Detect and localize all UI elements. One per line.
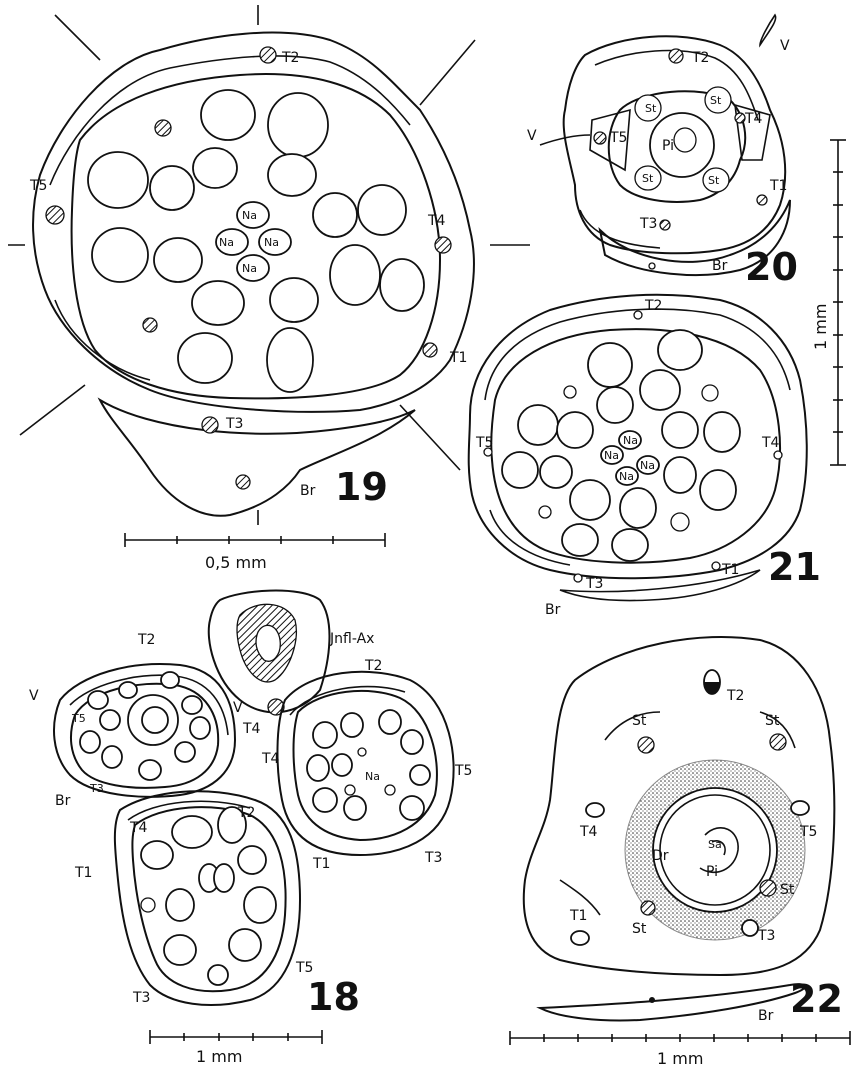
fig20-label-t1: T1 (769, 178, 787, 194)
fig19-label-t1: T1 (449, 350, 467, 366)
fig21-label-t5: T5 (475, 435, 493, 451)
fig22-label-st-4: St (632, 921, 647, 937)
fig21-label-na-4: Na (619, 470, 634, 483)
fig18-label-na: Na (365, 770, 380, 783)
fig21-label-na-2: Na (604, 449, 619, 462)
fig20-label-st-2: St (710, 94, 722, 107)
figure-18: Jnfl-Ax T2 V V T5 T4 Br T3 (29, 591, 472, 1066)
fig21-label-t1: T1 (721, 562, 739, 578)
fig21-label-t3: T3 (585, 576, 603, 592)
fig22-scale-label: 1 mm (657, 1049, 703, 1068)
fig18-label-t5-a: T5 (71, 712, 86, 725)
fig18-scale-label: 1 mm (196, 1047, 242, 1066)
fig18-label-t2-c: T2 (237, 805, 255, 821)
fig18-number: 18 (307, 975, 360, 1019)
fig20-label-st-4: St (708, 174, 720, 187)
fig18-label-br: Br (55, 793, 71, 809)
fig19-number: 19 (335, 465, 388, 509)
fig18-label-t5-b: T5 (454, 763, 472, 779)
fig21-pollen-cells (502, 330, 740, 561)
fig19-label-na-1: Na (242, 209, 257, 222)
fig22-label-dr: Dr (652, 848, 669, 864)
fig21-label-na-3: Na (640, 459, 655, 472)
figure-22: T2 St St T4 T5 Dr Sa Pi St St T1 T3 Br 2… (510, 637, 850, 1068)
fig22-label-pi: Pi (706, 864, 718, 880)
fig22-label-t2: T2 (726, 688, 744, 704)
fig18-label-t1-b: T1 (312, 856, 330, 872)
fig19-scale-label: 0,5 mm (205, 553, 267, 572)
figure-20: T2 V V T5 T4 Pi St St St St T1 T3 Br 20 (527, 15, 798, 289)
fig21-number: 21 (768, 545, 821, 589)
fig19-label-t3: T3 (225, 416, 243, 432)
fig19-scale-bar: 0,5 mm (125, 533, 385, 572)
vertical-scale-label: 1 mm (811, 304, 830, 350)
figure-21: T2 T5 T4 T1 T3 Br Na Na Na Na 21 (469, 295, 821, 618)
fig20-label-v-2: V (527, 128, 537, 144)
fig19-label-t2: T2 (281, 50, 299, 66)
fig19-label-na-4: Na (242, 262, 257, 275)
fig18-label-t2-a: T2 (137, 632, 155, 648)
fig18-label-t4-b: T4 (261, 751, 280, 767)
fig18-bottom-cells (141, 807, 276, 985)
fig21-label-t2: T2 (644, 298, 662, 314)
fig20-label-st-3: St (642, 172, 654, 185)
fig18-label-v-2: V (233, 700, 243, 716)
fig20-label-v-1: V (780, 38, 790, 54)
fig19-label-na-2: Na (219, 236, 234, 249)
fig18-label-t4-c: T4 (129, 820, 148, 836)
fig22-label-st-1: St (632, 713, 647, 729)
fig19-label-t5: T5 (29, 178, 47, 194)
fig22-label-t4: T4 (579, 824, 598, 840)
fig22-label-t1: T1 (569, 908, 587, 924)
fig18-scale-bar: 1 mm (150, 1030, 322, 1066)
fig20-label-t4: T4 (744, 111, 763, 127)
fig22-label-br: Br (758, 1008, 774, 1024)
fig18-label-t3-a: T3 (89, 782, 104, 795)
fig20-label-st-1: St (645, 102, 657, 115)
fig20-label-pi: Pi (662, 138, 674, 154)
fig19-label-na-3: Na (264, 236, 279, 249)
fig18-label-v-1: V (29, 688, 39, 704)
fig22-label-st-2: St (765, 713, 780, 729)
fig21-label-br: Br (545, 602, 561, 618)
fig18-label-t2-b: T2 (364, 658, 382, 674)
fig21-label-t4: T4 (761, 435, 780, 451)
fig18-label-infl-axis: Jnfl-Ax (329, 631, 374, 647)
fig22-label-t5: T5 (799, 824, 817, 840)
fig18-label-t5-c: T5 (295, 960, 313, 976)
figure-19: T2 T5 T4 T1 T3 Br Na Na Na Na 19 0,5 mm (8, 5, 530, 572)
fig21-label-na-1: Na (623, 434, 638, 447)
fig20-label-t3: T3 (639, 216, 657, 232)
fig20-number: 20 (745, 245, 798, 289)
fig19-pollen-cells (88, 90, 424, 392)
fig20-label-t5: T5 (609, 130, 627, 146)
fig19-label-t4: T4 (427, 213, 446, 229)
fig22-label-sa: Sa (708, 838, 722, 851)
fig18-label-t1-c: T1 (74, 865, 92, 881)
fig18-label-t3-c: T3 (132, 990, 150, 1006)
fig19-label-br: Br (300, 483, 316, 499)
fig18-right-cells (307, 710, 430, 820)
fig22-label-st-3: St (780, 882, 795, 898)
fig18-label-t4-a: T4 (242, 721, 261, 737)
vertical-scale-bar: 1 mm (811, 140, 846, 465)
fig18-label-t3-b: T3 (424, 850, 442, 866)
fig22-scale-bar: 1 mm (510, 1031, 850, 1068)
fig22-number: 22 (790, 977, 843, 1021)
fig20-label-t2: T2 (691, 50, 709, 66)
fig20-label-br: Br (712, 258, 728, 274)
fig22-label-t3: T3 (757, 928, 775, 944)
